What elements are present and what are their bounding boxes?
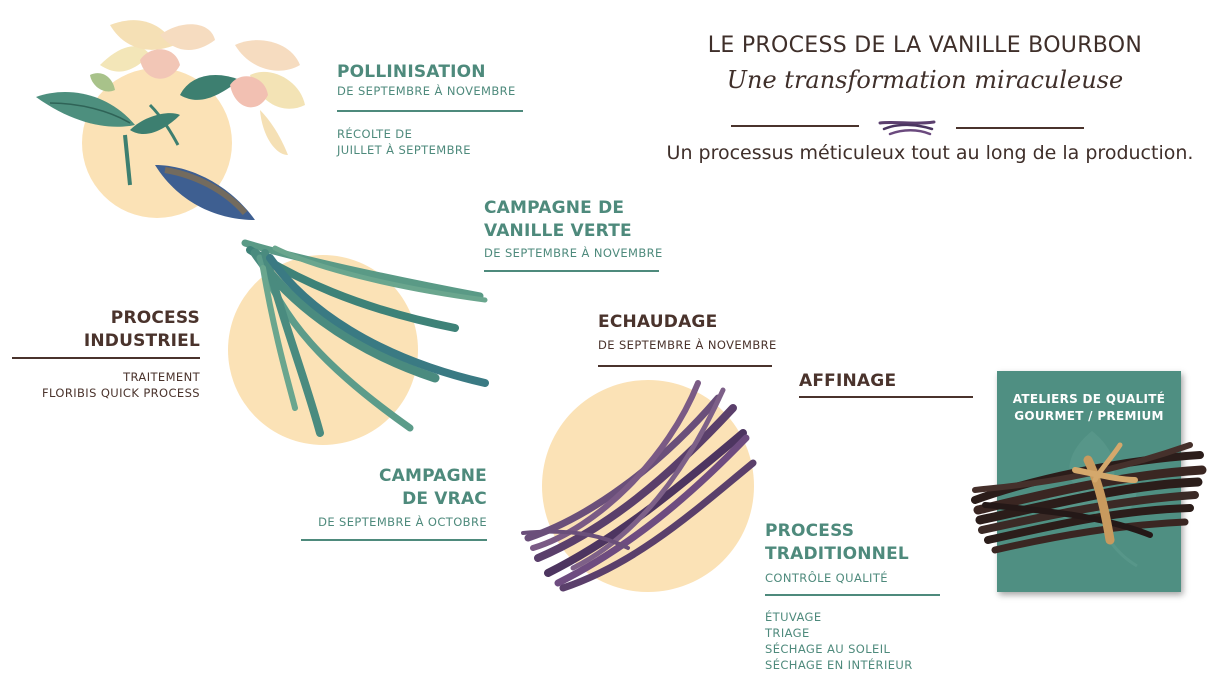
page-title: LE PROCESS DE LA VANILLE BOURBON	[707, 33, 1143, 58]
card-line-2: GOURMET / PREMIUM	[1014, 409, 1164, 423]
industriel-underline	[12, 357, 200, 359]
traditionnel-step: SÉCHAGE EN INTÉRIEUR	[765, 658, 913, 672]
echaudage-underline	[598, 365, 772, 367]
page-subtitle: Une transformation miraculeuse	[726, 66, 1124, 94]
traditionnel-step: TRIAGE	[765, 626, 810, 640]
vanille-verte-period: DE SEPTEMBRE À NOVEMBRE	[484, 246, 663, 260]
vanilla-bundle-illustration	[971, 442, 1207, 554]
card-line-1: ATELIERS DE QUALITÉ	[1012, 392, 1166, 406]
echaudage-title: ECHAUDAGE	[598, 312, 718, 332]
pollinisation-period: DE SEPTEMBRE À NOVEMBRE	[337, 84, 516, 98]
industriel-detail-2: FLORIBIS QUICK PROCESS	[41, 386, 200, 400]
pollinisation-title: POLLINISATION	[337, 62, 486, 82]
traditionnel-title-1: PROCESS	[765, 521, 855, 541]
traditionnel-title-2: TRADITIONNEL	[765, 544, 909, 564]
purple-vanilla-pods-illustration	[521, 380, 757, 592]
tagline: Un processus méticuleux tout au long de …	[666, 142, 1194, 164]
green-vanilla-pods-illustration	[241, 239, 489, 437]
vanilla-pod-divider-icon	[878, 120, 936, 136]
industriel-detail-1: TRAITEMENT	[123, 370, 200, 384]
harvest-line-1: RÉCOLTE DE	[337, 127, 413, 141]
industriel-title-1: PROCESS	[110, 308, 200, 328]
echaudage-period: DE SEPTEMBRE À NOVEMBRE	[598, 338, 777, 352]
pollinisation-underline	[337, 110, 523, 112]
orchid-flower-illustration	[36, 20, 305, 220]
divider-left	[731, 125, 859, 127]
traditionnel-step: SÉCHAGE AU SOLEIL	[765, 642, 891, 656]
divider-right	[956, 127, 1084, 129]
affinage-underline	[799, 396, 973, 398]
vanille-verte-title-2: VANILLE VERTE	[484, 221, 632, 241]
affinage-title: AFFINAGE	[799, 371, 897, 391]
traditionnel-step: ÉTUVAGE	[765, 610, 822, 624]
vrac-title-2: DE VRAC	[402, 489, 487, 509]
vanille-verte-underline	[484, 270, 659, 272]
vanille-verte-title-1: CAMPAGNE DE	[484, 198, 625, 218]
vrac-period: DE SEPTEMBRE À OCTOBRE	[318, 515, 487, 529]
harvest-line-2: JUILLET À SEPTEMBRE	[337, 143, 471, 157]
industriel-title-2: INDUSTRIEL	[83, 331, 200, 351]
vrac-title-1: CAMPAGNE	[379, 466, 487, 486]
traditionnel-underline	[765, 594, 940, 596]
traditionnel-control: CONTRÔLE QUALITÉ	[765, 571, 888, 585]
vrac-underline	[301, 539, 487, 541]
